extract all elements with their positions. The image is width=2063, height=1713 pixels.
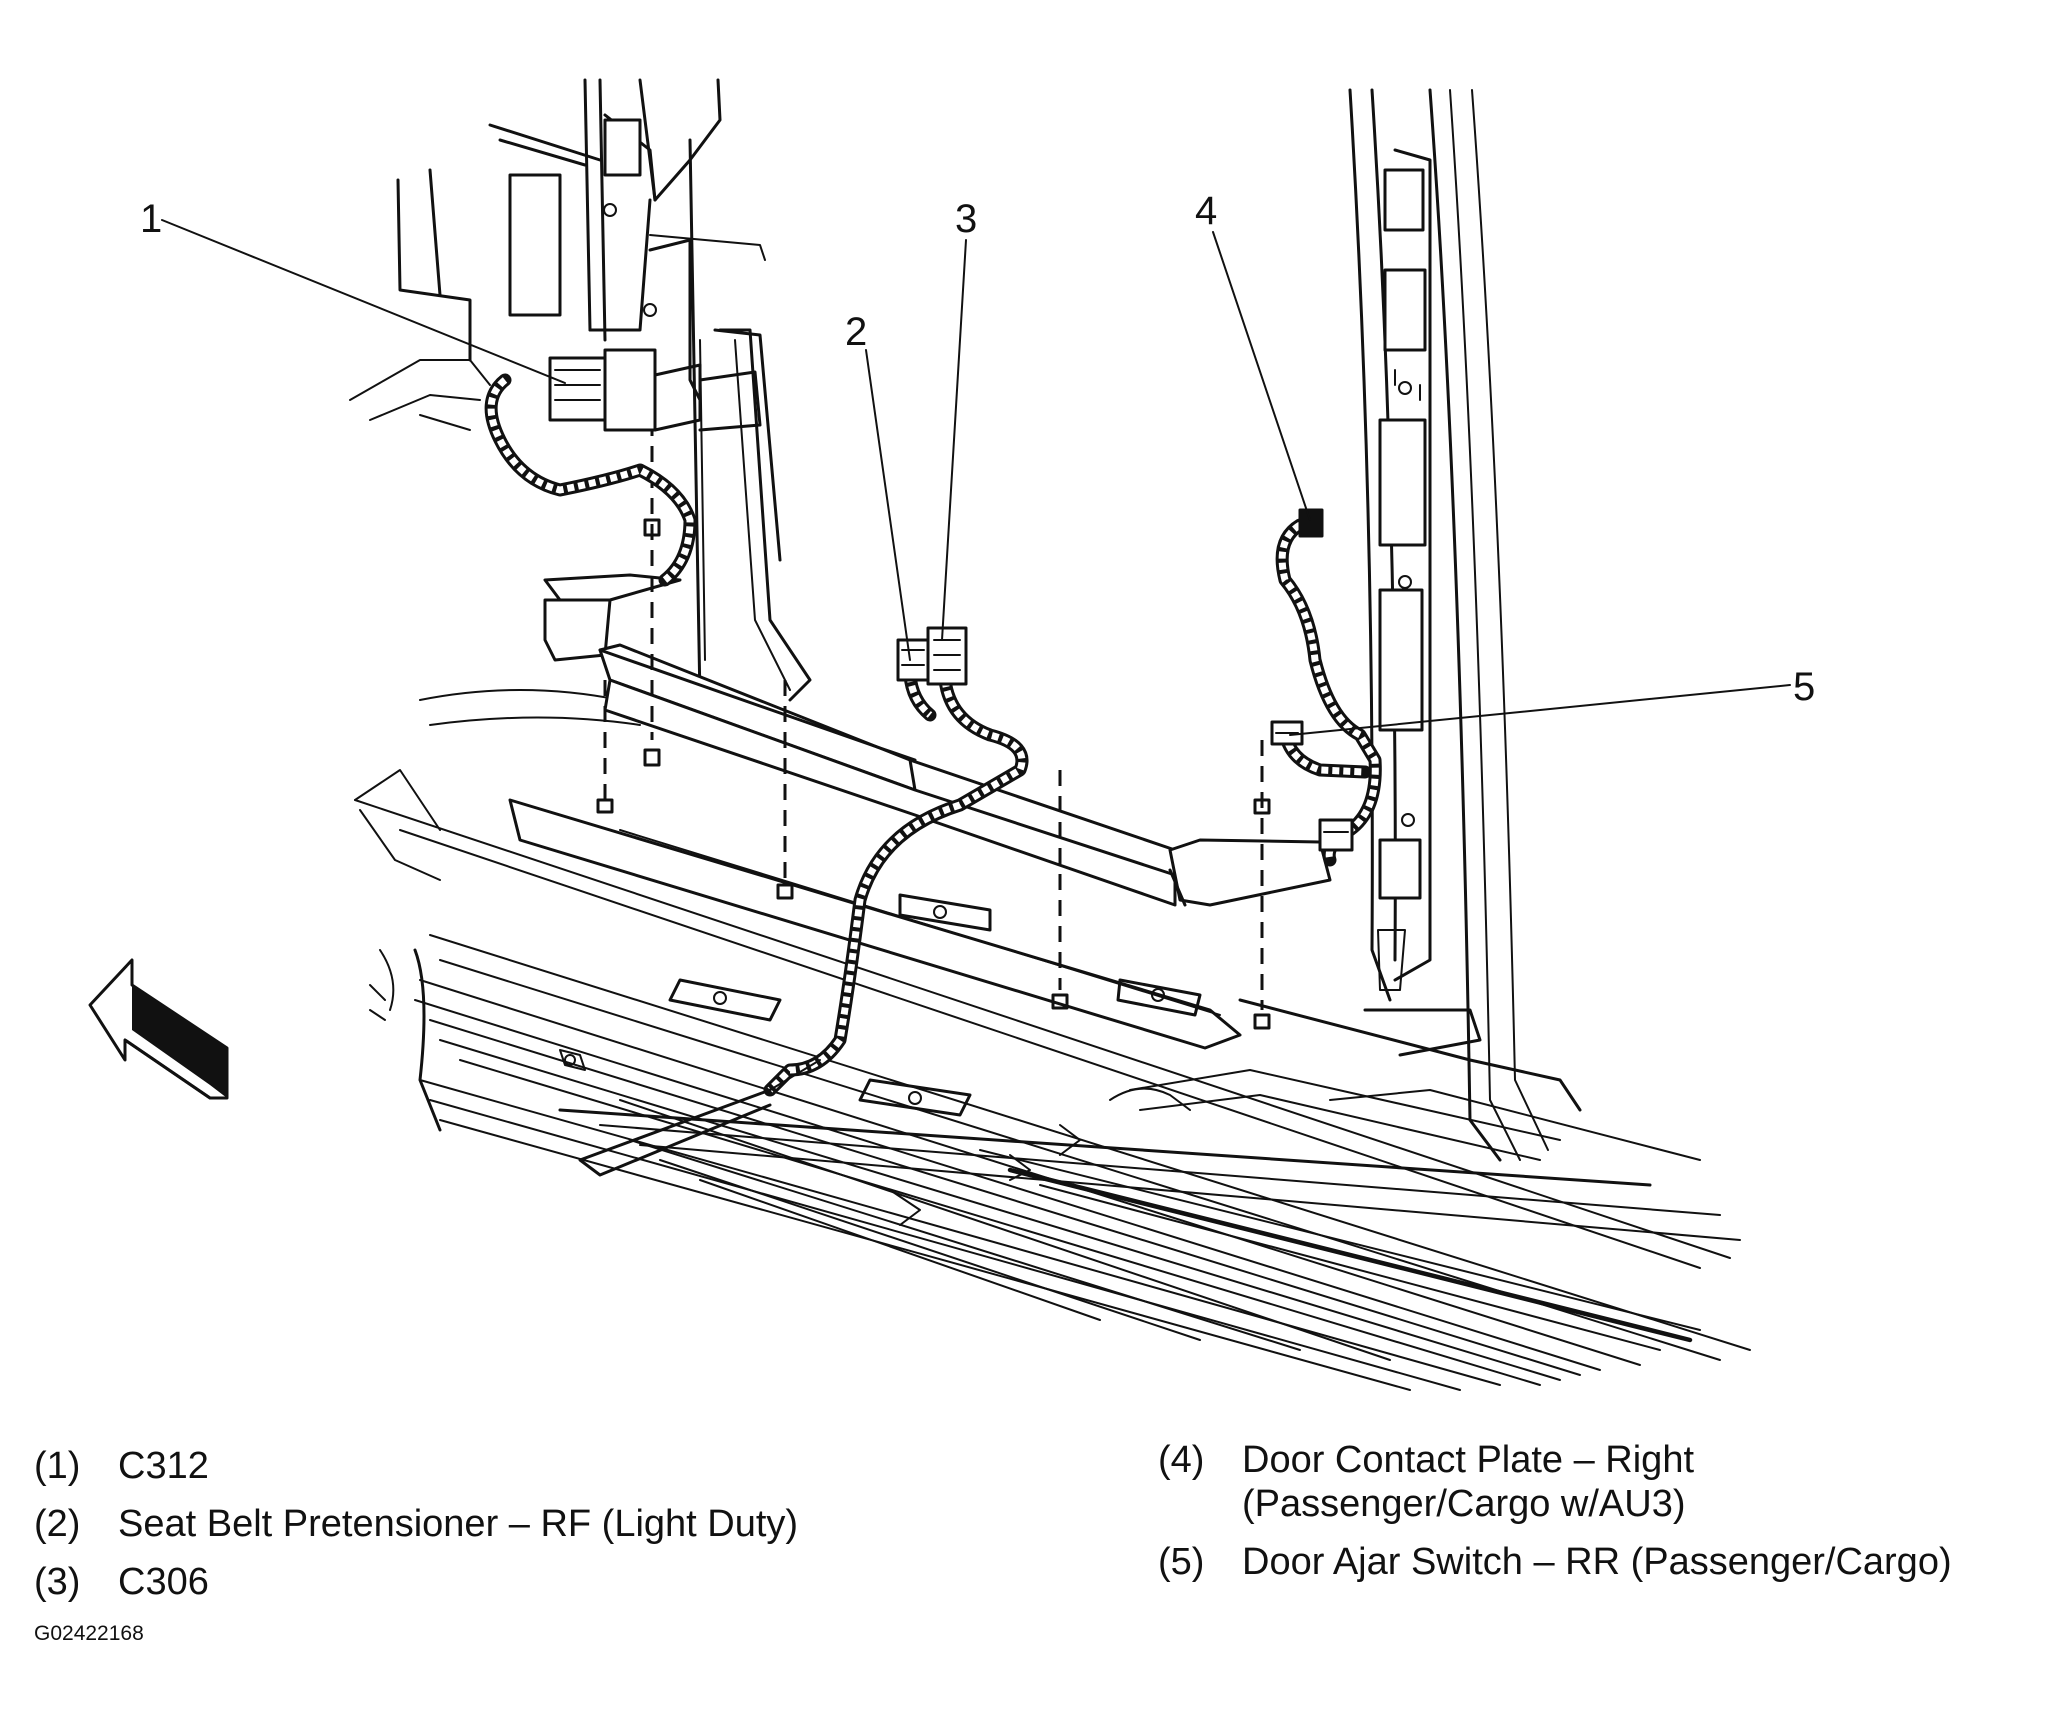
- right-pillar-structure: [1348, 88, 1549, 1162]
- clip-6: [1253, 798, 1271, 815]
- center-pillar-strip: [718, 328, 812, 702]
- legend-number: (2): [34, 1503, 81, 1545]
- connector-lower-right: [1318, 818, 1354, 852]
- legend-left-column: (1) C312 (2) Seat Belt Pretensioner – RF…: [34, 1444, 798, 1618]
- connector-door-ajar-switch: [1270, 720, 1304, 746]
- floor-panel: [354, 769, 1751, 1391]
- legend-label: C306: [118, 1561, 209, 1603]
- legend-label: Door Contact Plate – Right (Passenger/Ca…: [1242, 1438, 1694, 1526]
- leader-lines: [161, 219, 1791, 736]
- callout-number-5: 5: [1793, 665, 1815, 709]
- clip-7: [643, 518, 661, 537]
- connector-door-contact-plate: [1298, 508, 1324, 538]
- legend-item-5: (5) Door Ajar Switch – RR (Passenger/Car…: [1158, 1540, 1952, 1584]
- legend-item-1: (1) C312: [34, 1444, 798, 1488]
- connector-seat-belt-pretensioner: [896, 638, 930, 682]
- clip-1: [596, 798, 614, 814]
- callout-labels: 1 2 3 4 5: [140, 189, 1815, 709]
- callout-number-1: 1: [140, 197, 162, 241]
- legend-label: Seat Belt Pretensioner – RF (Light Duty): [118, 1503, 799, 1545]
- legend-label: Door Ajar Switch – RR (Passenger/Cargo): [1242, 1541, 1952, 1583]
- legend-label-line-1: Door Contact Plate – Right: [1242, 1439, 1695, 1481]
- clip-4: [1051, 993, 1069, 1010]
- clip-3: [776, 883, 794, 900]
- legend-item-2: (2) Seat Belt Pretensioner – RF (Light D…: [34, 1502, 798, 1546]
- legend-item-4: (4) Door Contact Plate – Right (Passenge…: [1158, 1438, 1952, 1526]
- sill-crossbar: [543, 573, 1332, 907]
- figure-id: G02422168: [34, 1622, 144, 1645]
- callout-number-4: 4: [1195, 189, 1217, 233]
- callout-number-2: 2: [845, 310, 867, 354]
- connector-c306: [926, 626, 968, 686]
- legend-number: (3): [34, 1561, 81, 1603]
- callout-number-3: 3: [955, 197, 977, 241]
- legend-label: C312: [118, 1445, 209, 1487]
- wiring-harness: [484, 373, 1382, 1177]
- clip-2: [643, 748, 661, 767]
- legend-item-3: (3) C306: [34, 1560, 798, 1604]
- clip-5: [1253, 1013, 1271, 1030]
- legend-number: (5): [1158, 1541, 1205, 1583]
- legend-number: (1): [34, 1445, 81, 1487]
- legend-number: (4): [1158, 1439, 1205, 1481]
- legend-label-line-2: (Passenger/Cargo w/AU3): [1242, 1483, 1686, 1525]
- forward-direction-arrow-icon: [88, 958, 229, 1100]
- legend-right-column: (4) Door Contact Plate – Right (Passenge…: [1158, 1438, 1952, 1598]
- connector-c312: [548, 348, 762, 432]
